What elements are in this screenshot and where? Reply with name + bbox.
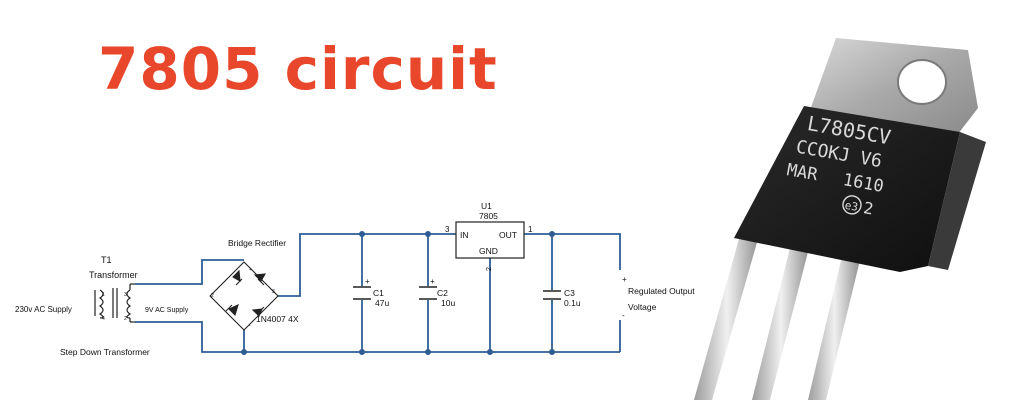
junction-dots — [241, 231, 555, 355]
transformer-caption: Step Down Transformer — [60, 347, 150, 357]
marking-e3: e3 — [844, 199, 859, 214]
c2-polarity: + — [430, 277, 435, 286]
marking-2: 2 — [862, 198, 875, 218]
capacitor-c1 — [353, 286, 371, 300]
marking-e3-circle — [842, 195, 862, 215]
bridge-pin-minus: - — [249, 323, 251, 329]
bridge-label: Bridge Rectifier — [228, 238, 286, 248]
component-body — [734, 106, 960, 272]
c2-value: 10u — [441, 298, 455, 308]
heatsink-tab — [810, 38, 978, 134]
wires — [135, 233, 621, 353]
c3-ref: C3 — [564, 288, 575, 298]
bridge-pin-left: 2 — [211, 293, 214, 299]
transformer-pin-p2: 4 — [102, 316, 105, 322]
regulator-gnd: GND — [479, 246, 498, 256]
bridge-rectifier-symbol — [209, 261, 279, 331]
c1-value: 47u — [375, 298, 389, 308]
output-label-2: Voltage — [628, 302, 657, 312]
mounting-hole — [897, 59, 947, 105]
regulator-pin-out: 1 — [528, 225, 533, 234]
component-legs — [694, 228, 861, 400]
regulator-pin-gnd: 2 — [486, 267, 493, 271]
transformer-ref: T1 — [101, 255, 112, 265]
regulator-in: IN — [460, 230, 469, 240]
capacitor-c3 — [543, 290, 561, 300]
regulator-ref: U1 — [481, 201, 492, 211]
output-plus: + — [622, 275, 627, 284]
bridge-pin-plus: + — [249, 267, 252, 273]
c1-polarity: + — [365, 277, 370, 286]
output-minus: - — [622, 311, 625, 320]
bridge-pin-right: 3 — [272, 289, 275, 295]
component-body-side — [928, 132, 986, 270]
page-title: 7805 circuit — [98, 35, 498, 103]
capacitor-c2 — [419, 286, 437, 300]
diode-label: 1N4007 4X — [256, 314, 299, 324]
transformer-pin-s1: 3 — [124, 292, 127, 298]
c2-ref: C2 — [437, 288, 448, 298]
secondary-label: 9V AC Supply — [145, 307, 189, 314]
output-label-1: Regulated Output — [628, 286, 695, 296]
transformer-pin-p1: 1 — [102, 292, 105, 298]
transformer-symbol — [94, 283, 135, 323]
c3-value: 0.1u — [564, 298, 581, 308]
regulator-part: 7805 — [479, 211, 498, 221]
regulator-box — [455, 221, 525, 259]
transformer-type: Transformer — [89, 270, 138, 280]
regulator-out: OUT — [499, 230, 517, 240]
regulator-pin-in: 3 — [445, 225, 450, 234]
transformer-pin-s2: 2 — [124, 316, 127, 322]
primary-label: 230v AC Supply — [15, 305, 72, 314]
c1-ref: C1 — [373, 288, 384, 298]
